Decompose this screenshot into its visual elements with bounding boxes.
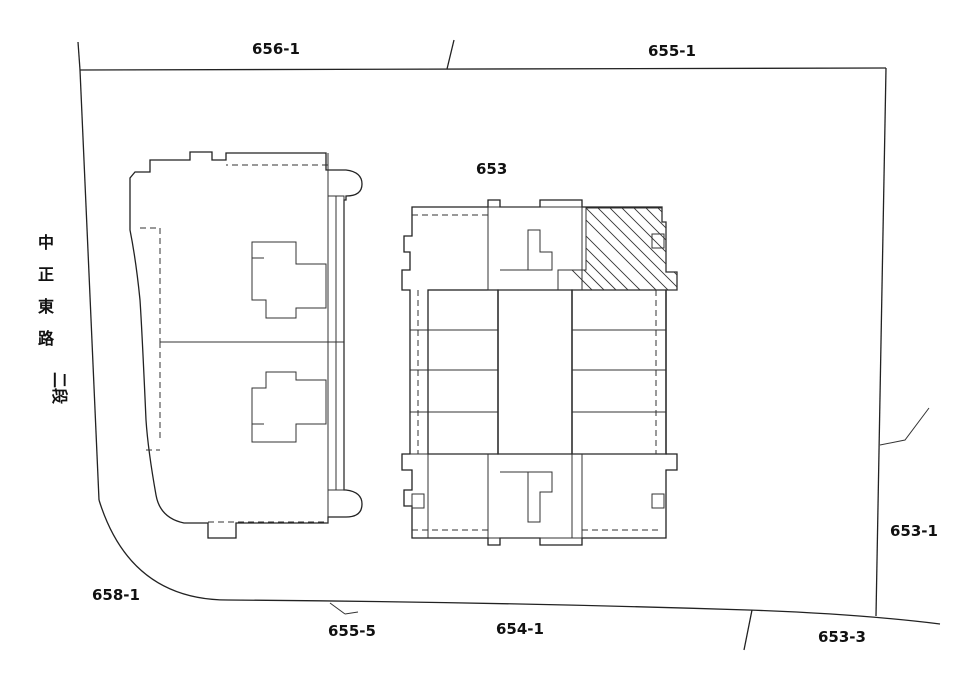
parcel-label-653: 653 bbox=[476, 160, 507, 178]
road-char-5: 二段 bbox=[50, 372, 69, 405]
road-char-4: 路 bbox=[38, 329, 55, 348]
parcel-label-655-1: 655-1 bbox=[648, 42, 696, 60]
parcel-label-658-1: 658-1 bbox=[92, 586, 140, 604]
road-char-3: 東 bbox=[38, 297, 54, 316]
hatched-unit bbox=[558, 208, 677, 290]
parcel-label-655-5: 655-5 bbox=[328, 622, 376, 640]
parcel-label-656-1: 656-1 bbox=[252, 40, 300, 58]
parcel-label-653-3: 653-3 bbox=[818, 628, 866, 646]
parcel-label-654-1: 654-1 bbox=[496, 620, 544, 638]
building-left bbox=[129, 151, 363, 539]
road-name: 中 正 東 路 二段 bbox=[38, 233, 69, 405]
parcel-label-653-1: 653-1 bbox=[890, 522, 938, 540]
road-char-1: 中 bbox=[38, 233, 54, 252]
building-right bbox=[401, 199, 678, 546]
site-boundary bbox=[77, 39, 941, 651]
road-char-2: 正 bbox=[38, 265, 54, 284]
parcel-labels: 656-1 655-1 653 653-1 653-3 654-1 655-5 … bbox=[92, 40, 938, 646]
